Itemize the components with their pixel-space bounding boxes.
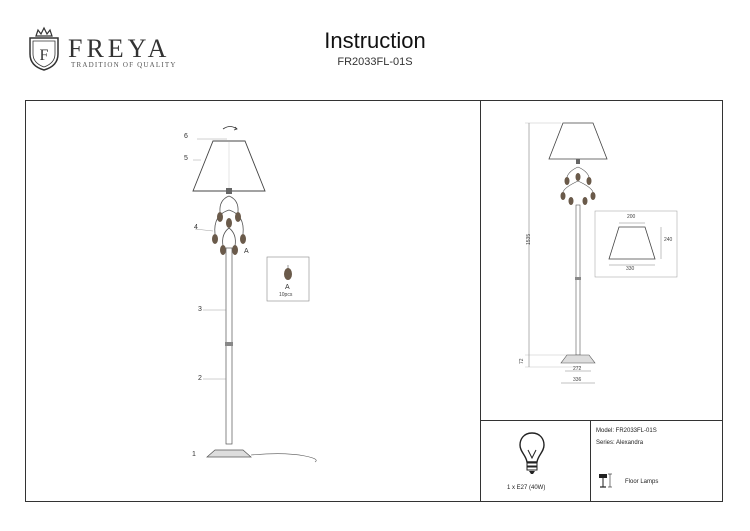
floor-lamp-icon (599, 473, 612, 488)
part-label-4: 4 (194, 224, 198, 231)
frame-divider-vertical (480, 100, 481, 502)
dim-height: 1535 (526, 233, 532, 245)
rotate-arrow-icon (222, 126, 238, 130)
part-label-1: 1 (192, 451, 196, 458)
dim-base-width: 336 (573, 377, 582, 383)
assembly-drawing (192, 126, 317, 463)
dim-shade-bottom: 330 (626, 266, 635, 272)
model-code: FR2033FL-01S (337, 56, 413, 68)
dim-base-height: 72 (519, 358, 525, 364)
part-label-2: 2 (198, 375, 202, 382)
bulb-spec: 1 x E27 (40W) (507, 485, 546, 491)
arm-marker-a: A (244, 248, 249, 255)
dim-shade-height: 240 (664, 237, 673, 243)
dim-base-top: 272 (573, 366, 582, 372)
brand-name: FREYA (68, 34, 171, 63)
svg-text:F: F (40, 47, 49, 64)
part-label-3: 3 (198, 306, 202, 313)
detail-quantity: 10pcs (279, 292, 293, 298)
detail-letter: A (285, 284, 290, 291)
spec-category: Floor Lamps (625, 479, 659, 485)
page-title: Instruction (324, 28, 426, 53)
crystal-arms (212, 195, 246, 255)
drawing-frame (25, 100, 723, 502)
part-label-5: 5 (184, 155, 188, 162)
freya-crest-icon: F (29, 26, 59, 71)
light-bulb-icon (519, 432, 545, 474)
dimension-drawing (525, 122, 678, 384)
crystal-icon (284, 268, 292, 280)
brand-tagline: TRADITION OF QUALITY (71, 61, 177, 69)
part-label-6: 6 (184, 133, 188, 140)
lamp-base (206, 449, 252, 458)
frame-divider-horizontal (480, 420, 723, 421)
spec-series: Series: Alexandra (596, 440, 644, 446)
dim-shade-top: 200 (627, 214, 636, 220)
power-cord (250, 453, 317, 463)
spec-divider (590, 420, 591, 502)
brand-logo: F (24, 26, 64, 72)
spec-model: Model: FR2033FL-01S (596, 428, 657, 434)
